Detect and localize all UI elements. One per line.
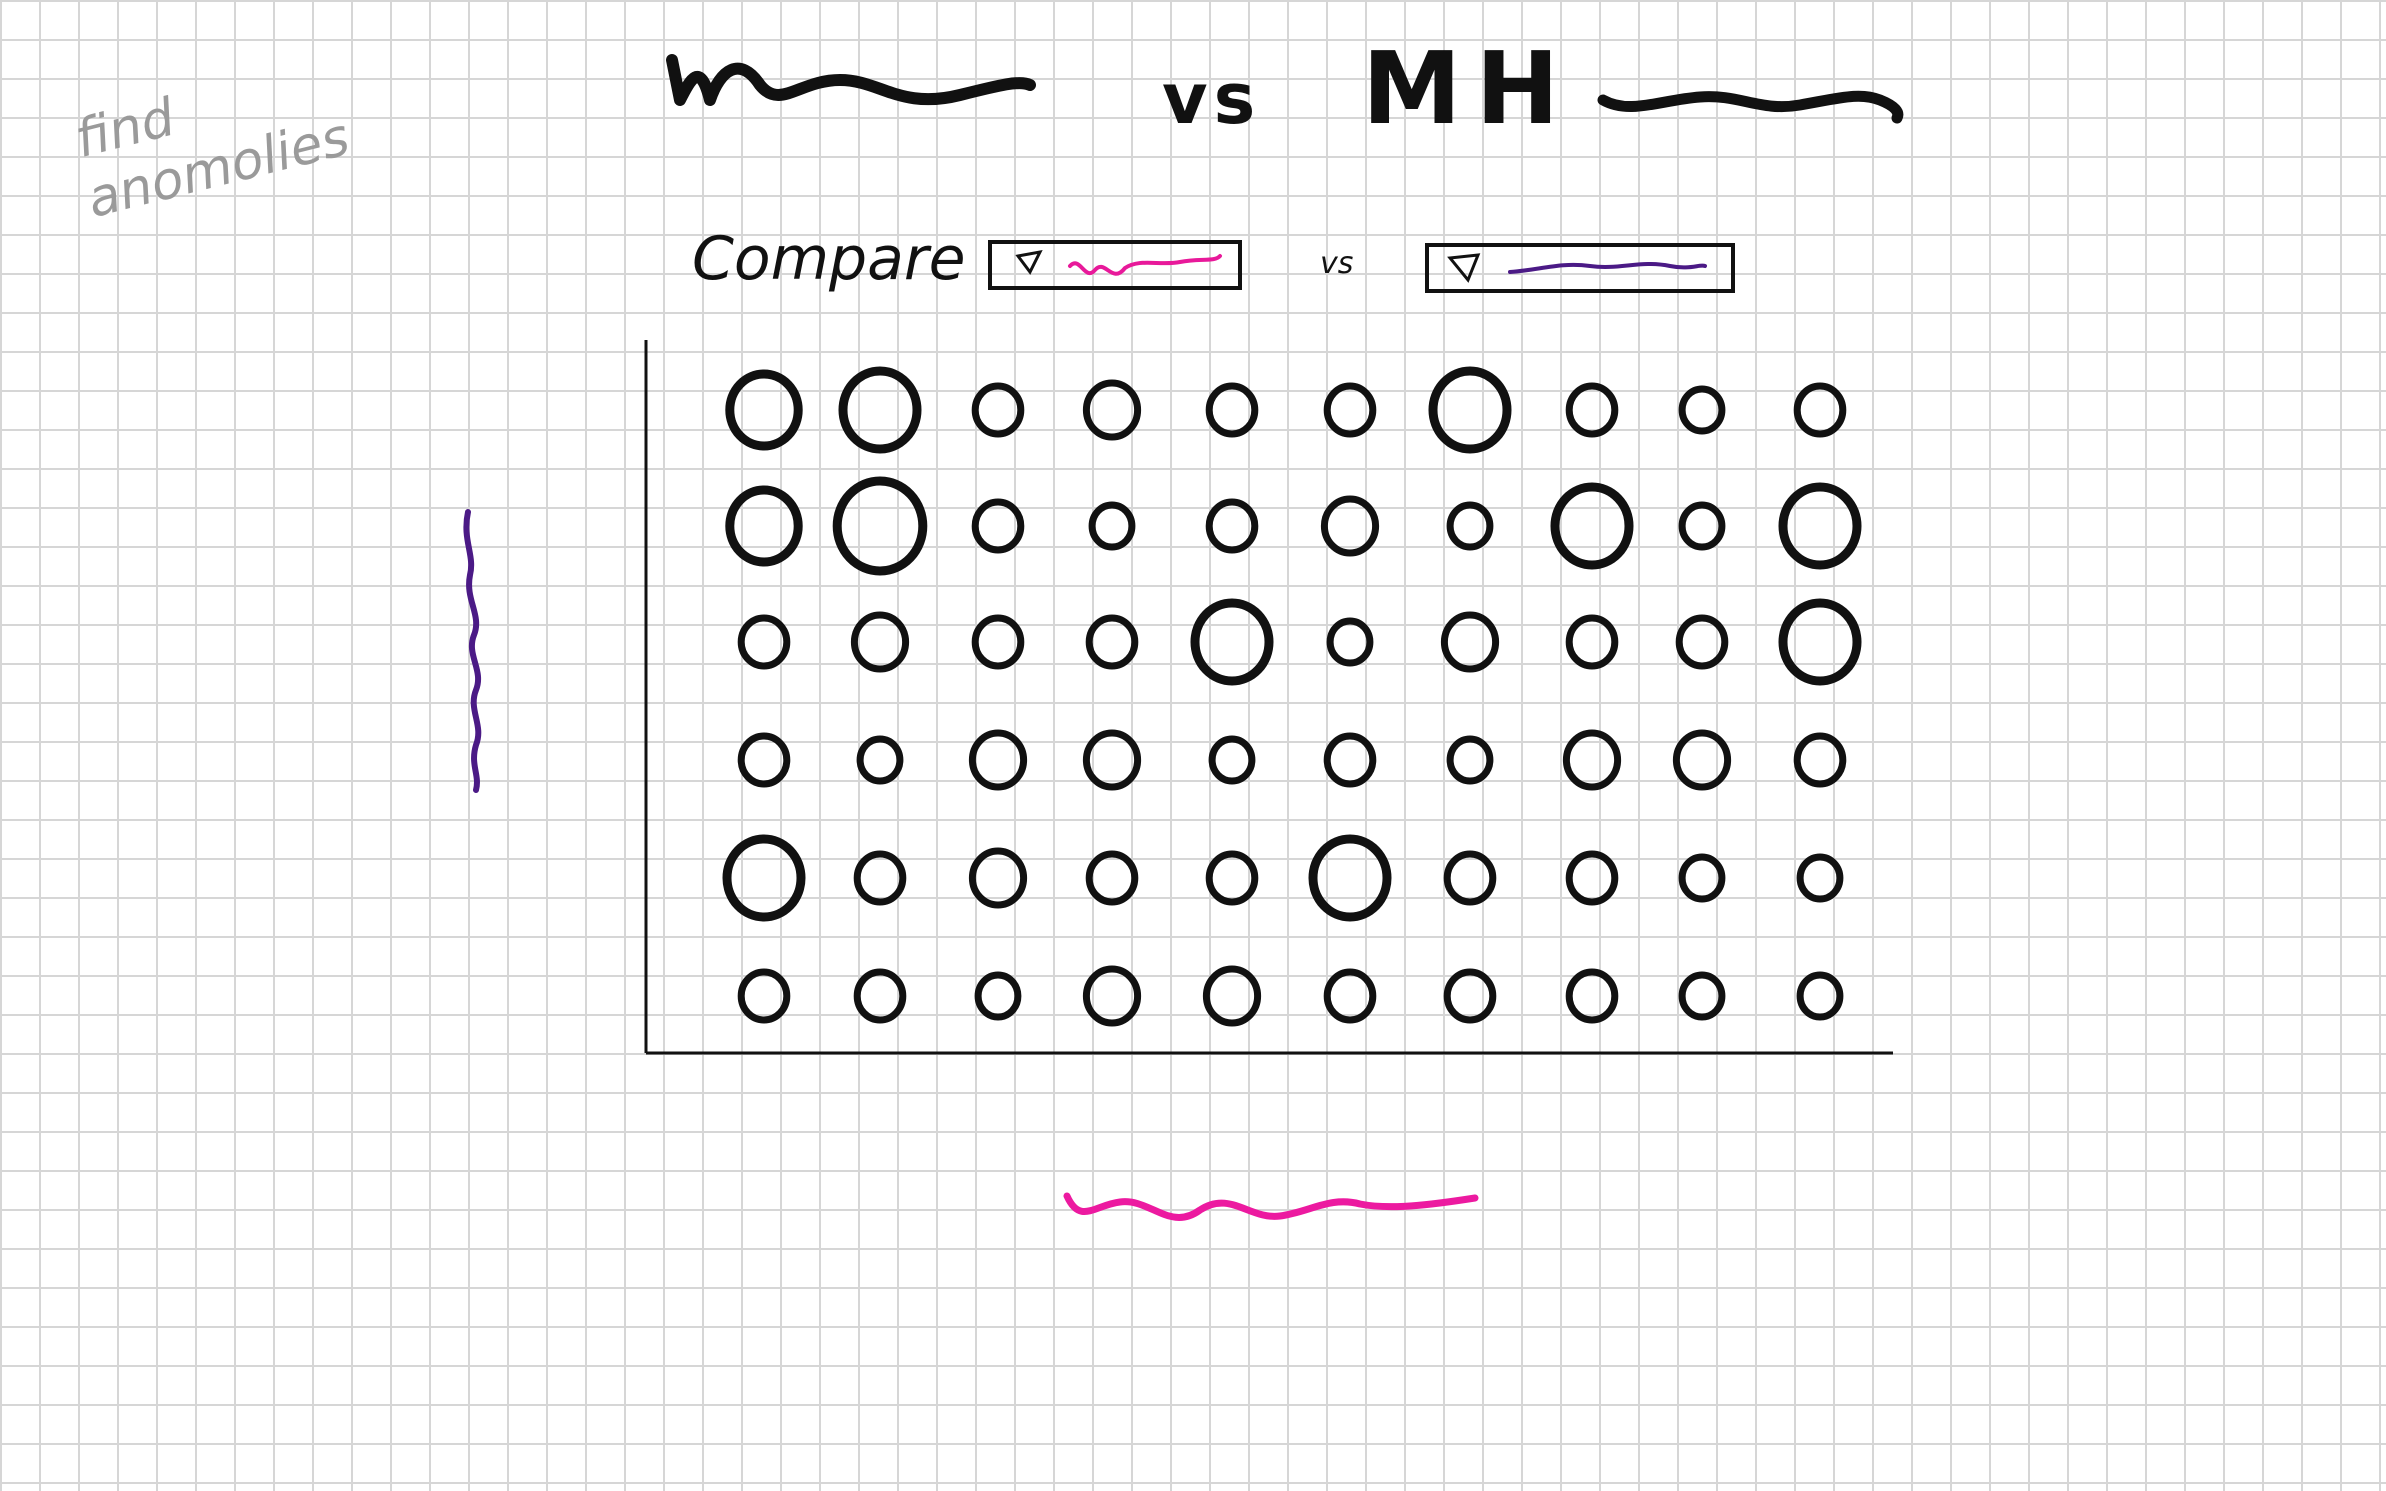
bubble-r3-c2 bbox=[850, 611, 910, 673]
bubble-r5-c7 bbox=[1443, 850, 1497, 906]
bubble-r3-c3 bbox=[971, 614, 1025, 670]
bubble-r4-c9 bbox=[1672, 729, 1732, 791]
left-dropdown-squiggle bbox=[1068, 254, 1222, 276]
bubble-r4-c10 bbox=[1793, 732, 1847, 788]
bubble-r6-c7 bbox=[1443, 968, 1497, 1024]
title-right-squiggle bbox=[1597, 90, 1904, 124]
triangle-caret-icon bbox=[1447, 253, 1481, 283]
bubble-r1-c4 bbox=[1082, 379, 1142, 441]
bubble-r4-c7 bbox=[1446, 735, 1494, 785]
bubble-r5-c6 bbox=[1308, 834, 1392, 922]
bubble-grid bbox=[722, 366, 1862, 1027]
compare-left-dropdown[interactable] bbox=[988, 240, 1242, 290]
bubble-r3-c4 bbox=[1085, 614, 1139, 670]
bubble-r3-c8 bbox=[1565, 614, 1619, 670]
bubble-r6-c1 bbox=[737, 968, 791, 1024]
bubble-r4-c3 bbox=[968, 729, 1028, 791]
bubble-r6-c8 bbox=[1565, 968, 1619, 1024]
bubble-r4-c1 bbox=[737, 732, 791, 788]
bubble-r6-c9 bbox=[1678, 971, 1726, 1021]
compare-right-dropdown[interactable] bbox=[1425, 243, 1735, 293]
bubble-r1-c5 bbox=[1205, 382, 1259, 438]
bubble-r2-c8 bbox=[1550, 482, 1634, 570]
bubble-r6-c6 bbox=[1323, 968, 1377, 1024]
bubble-r2-c1 bbox=[725, 485, 803, 567]
bubble-r4-c5 bbox=[1208, 735, 1256, 785]
bubble-r5-c9 bbox=[1678, 853, 1726, 903]
bubble-r2-c4 bbox=[1088, 501, 1136, 551]
bubble-r3-c10 bbox=[1778, 598, 1862, 686]
bubble-r2-c3 bbox=[971, 498, 1025, 554]
bubble-r3-c9 bbox=[1675, 614, 1729, 670]
bubble-r2-c5 bbox=[1205, 498, 1259, 554]
title-right-label: MH bbox=[1362, 30, 1574, 147]
bubble-r1-c2 bbox=[838, 366, 922, 454]
bubble-r2-c9 bbox=[1678, 501, 1726, 551]
bubble-r5-c4 bbox=[1085, 850, 1139, 906]
bubble-r1-c6 bbox=[1323, 382, 1377, 438]
bubble-r1-c1 bbox=[725, 369, 803, 451]
bubble-r1-c3 bbox=[971, 382, 1025, 438]
bubble-r1-c8 bbox=[1565, 382, 1619, 438]
bubble-r5-c5 bbox=[1205, 850, 1259, 906]
bubble-r5-c2 bbox=[853, 850, 907, 906]
bubble-r5-c10 bbox=[1796, 853, 1844, 903]
y-axis-label-squiggle bbox=[463, 509, 482, 793]
bubble-r1-c10 bbox=[1793, 382, 1847, 438]
bubble-r1-c9 bbox=[1678, 385, 1726, 435]
x-axis-label-squiggle bbox=[1063, 1192, 1479, 1221]
bubble-r3-c5 bbox=[1190, 598, 1274, 686]
bubble-r4-c2 bbox=[856, 735, 904, 785]
bubble-r6-c10 bbox=[1796, 971, 1844, 1021]
bubble-r3-c7 bbox=[1440, 611, 1500, 673]
triangle-caret-icon bbox=[1015, 249, 1043, 275]
bubble-r6-c2 bbox=[853, 968, 907, 1024]
bubble-r5-c1 bbox=[722, 834, 806, 922]
bubble-r6-c4 bbox=[1082, 965, 1142, 1027]
bubble-r1-c7 bbox=[1428, 366, 1512, 454]
bubble-r2-c7 bbox=[1446, 501, 1494, 551]
bubble-r2-c6 bbox=[1320, 495, 1380, 557]
bubble-r6-c5 bbox=[1202, 965, 1262, 1027]
bubble-r6-c3 bbox=[974, 971, 1022, 1021]
bubble-r4-c4 bbox=[1082, 729, 1142, 791]
title-vs: vs bbox=[1162, 58, 1262, 140]
bubble-r4-c6 bbox=[1323, 732, 1377, 788]
bubble-r2-c2 bbox=[832, 476, 928, 576]
bubble-r3-c1 bbox=[737, 614, 791, 670]
bubble-r5-c8 bbox=[1565, 850, 1619, 906]
bubble-r5-c3 bbox=[968, 847, 1028, 909]
bubble-r2-c10 bbox=[1778, 482, 1862, 570]
title-left-squiggle bbox=[666, 54, 1036, 106]
bubble-r4-c8 bbox=[1562, 729, 1622, 791]
right-dropdown-squiggle bbox=[1508, 262, 1707, 274]
compare-label: Compare bbox=[692, 224, 966, 294]
bubble-r3-c6 bbox=[1326, 617, 1374, 667]
compare-vs-label: vs bbox=[1320, 246, 1354, 281]
